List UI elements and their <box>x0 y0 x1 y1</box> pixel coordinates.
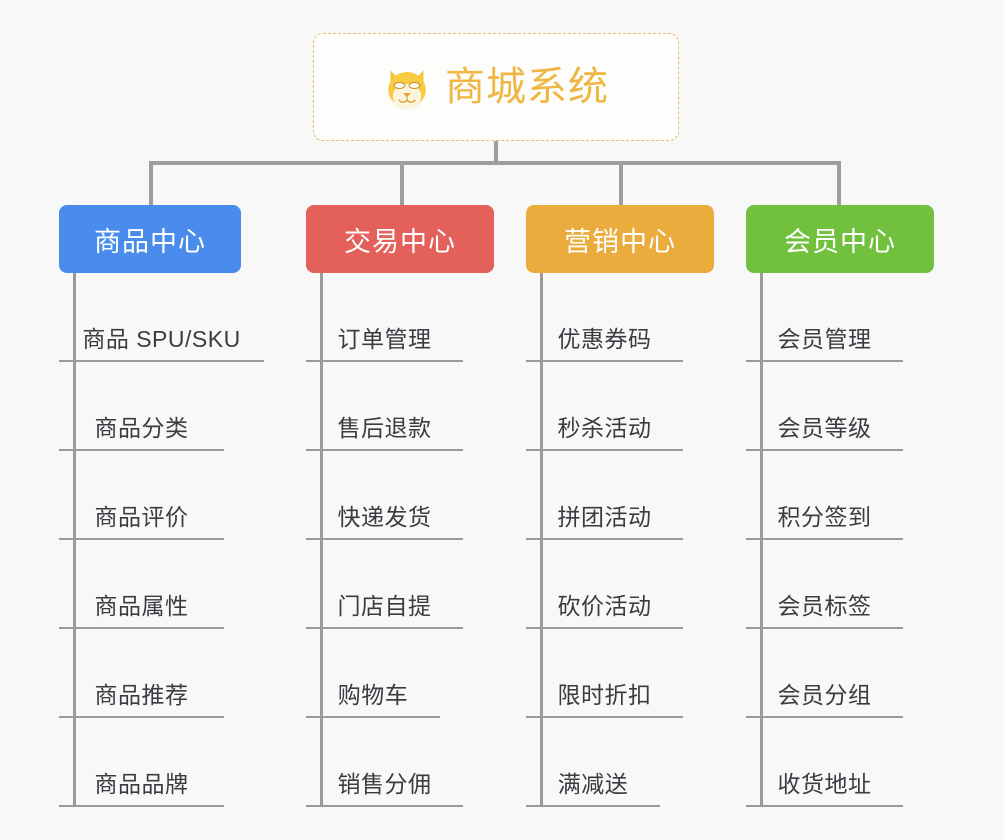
list-item-label: 售后退款 <box>337 415 432 441</box>
list-item-label: 拼团活动 <box>557 504 652 530</box>
list-item-label: 满减送 <box>557 771 629 797</box>
column-product-center: 商品中心 商品 SPU/SKU 商品分类 商品评价 商品属性 商品推荐 商品品牌 <box>59 205 264 807</box>
list-item-label: 优惠券码 <box>557 326 652 352</box>
root-node-shop-system[interactable]: 商城系统 <box>313 33 679 141</box>
list-item-label: 商品分类 <box>94 415 189 441</box>
list-item-label: 砍价活动 <box>557 593 652 619</box>
list-item[interactable]: 拼团活动 <box>526 451 683 540</box>
list-item-label: 商品 SPU/SKU <box>82 326 241 352</box>
list-item[interactable]: 砍价活动 <box>526 540 683 629</box>
list-item-label: 购物车 <box>337 682 409 708</box>
list-item[interactable]: 商品品牌 <box>59 718 224 807</box>
list-item[interactable]: 积分签到 <box>746 451 903 540</box>
list-item[interactable]: 会员标签 <box>746 540 903 629</box>
list-item-label: 商品品牌 <box>94 771 189 797</box>
item-list-marketing-center: 优惠券码 秒杀活动 拼团活动 砍价活动 限时折扣 满减送 <box>526 273 714 807</box>
list-item-label: 会员标签 <box>777 593 872 619</box>
list-item[interactable]: 快递发货 <box>306 451 463 540</box>
branch-trunk-marketing-center <box>540 273 543 807</box>
list-item-label: 会员分组 <box>777 682 872 708</box>
list-item-label: 门店自提 <box>337 593 432 619</box>
list-item[interactable]: 订单管理 <box>306 273 463 362</box>
list-item-label: 会员管理 <box>777 326 872 352</box>
list-item[interactable]: 销售分佣 <box>306 718 463 807</box>
list-item[interactable]: 商品 SPU/SKU <box>59 273 264 362</box>
list-item[interactable]: 售后退款 <box>306 362 463 451</box>
category-title: 会员中心 <box>784 226 896 257</box>
list-item[interactable]: 优惠券码 <box>526 273 683 362</box>
list-item-label: 积分签到 <box>777 504 872 530</box>
list-item[interactable]: 会员管理 <box>746 273 903 362</box>
item-list-product-center: 商品 SPU/SKU 商品分类 商品评价 商品属性 商品推荐 商品品牌 <box>59 273 264 807</box>
category-title: 商品中心 <box>94 226 206 257</box>
list-item[interactable]: 商品属性 <box>59 540 224 629</box>
branch-trunk-member-center <box>760 273 763 807</box>
category-title: 营销中心 <box>564 226 676 257</box>
connector-root-stem <box>494 141 498 163</box>
list-item[interactable]: 商品推荐 <box>59 629 224 718</box>
list-item-label: 订单管理 <box>337 326 432 352</box>
list-item[interactable]: 会员分组 <box>746 629 903 718</box>
connector-drop-marketing-center <box>619 161 623 207</box>
connector-drop-member-center <box>837 161 841 207</box>
category-header-product-center[interactable]: 商品中心 <box>59 205 241 273</box>
list-item-label: 会员等级 <box>777 415 872 441</box>
list-item[interactable]: 购物车 <box>306 629 440 718</box>
column-member-center: 会员中心 会员管理 会员等级 积分签到 会员标签 会员分组 收货地址 <box>746 205 934 807</box>
column-trade-center: 交易中心 订单管理 售后退款 快递发货 门店自提 购物车 销售分佣 <box>306 205 494 807</box>
category-header-member-center[interactable]: 会员中心 <box>746 205 934 273</box>
list-item[interactable]: 限时折扣 <box>526 629 683 718</box>
list-item[interactable]: 秒杀活动 <box>526 362 683 451</box>
list-item[interactable]: 门店自提 <box>306 540 463 629</box>
list-item-label: 限时折扣 <box>557 682 652 708</box>
list-item[interactable]: 会员等级 <box>746 362 903 451</box>
list-item[interactable]: 收货地址 <box>746 718 903 807</box>
item-list-member-center: 会员管理 会员等级 积分签到 会员标签 会员分组 收货地址 <box>746 273 934 807</box>
category-title: 交易中心 <box>344 226 456 257</box>
branch-trunk-trade-center <box>320 273 323 807</box>
category-header-marketing-center[interactable]: 营销中心 <box>526 205 714 273</box>
list-item-label: 秒杀活动 <box>557 415 652 441</box>
list-item-label: 销售分佣 <box>337 771 432 797</box>
shiba-dog-face-icon <box>388 70 426 110</box>
list-item-label: 收货地址 <box>777 771 872 797</box>
list-item[interactable]: 满减送 <box>526 718 660 807</box>
list-item-label: 商品推荐 <box>94 682 189 708</box>
category-header-trade-center[interactable]: 交易中心 <box>306 205 494 273</box>
connector-drop-product-center <box>149 161 153 207</box>
item-list-trade-center: 订单管理 售后退款 快递发货 门店自提 购物车 销售分佣 <box>306 273 494 807</box>
list-item[interactable]: 商品评价 <box>59 451 224 540</box>
column-marketing-center: 营销中心 优惠券码 秒杀活动 拼团活动 砍价活动 限时折扣 满减送 <box>526 205 714 807</box>
list-item-label: 快递发货 <box>337 504 432 530</box>
root-node-title: 商城系统 <box>445 65 609 109</box>
connector-horizontal-bus <box>150 161 840 165</box>
list-item[interactable]: 商品分类 <box>59 362 224 451</box>
connector-drop-trade-center <box>400 161 404 207</box>
list-item-label: 商品评价 <box>94 504 189 530</box>
list-item-label: 商品属性 <box>94 593 189 619</box>
branch-trunk-product-center <box>73 273 76 807</box>
